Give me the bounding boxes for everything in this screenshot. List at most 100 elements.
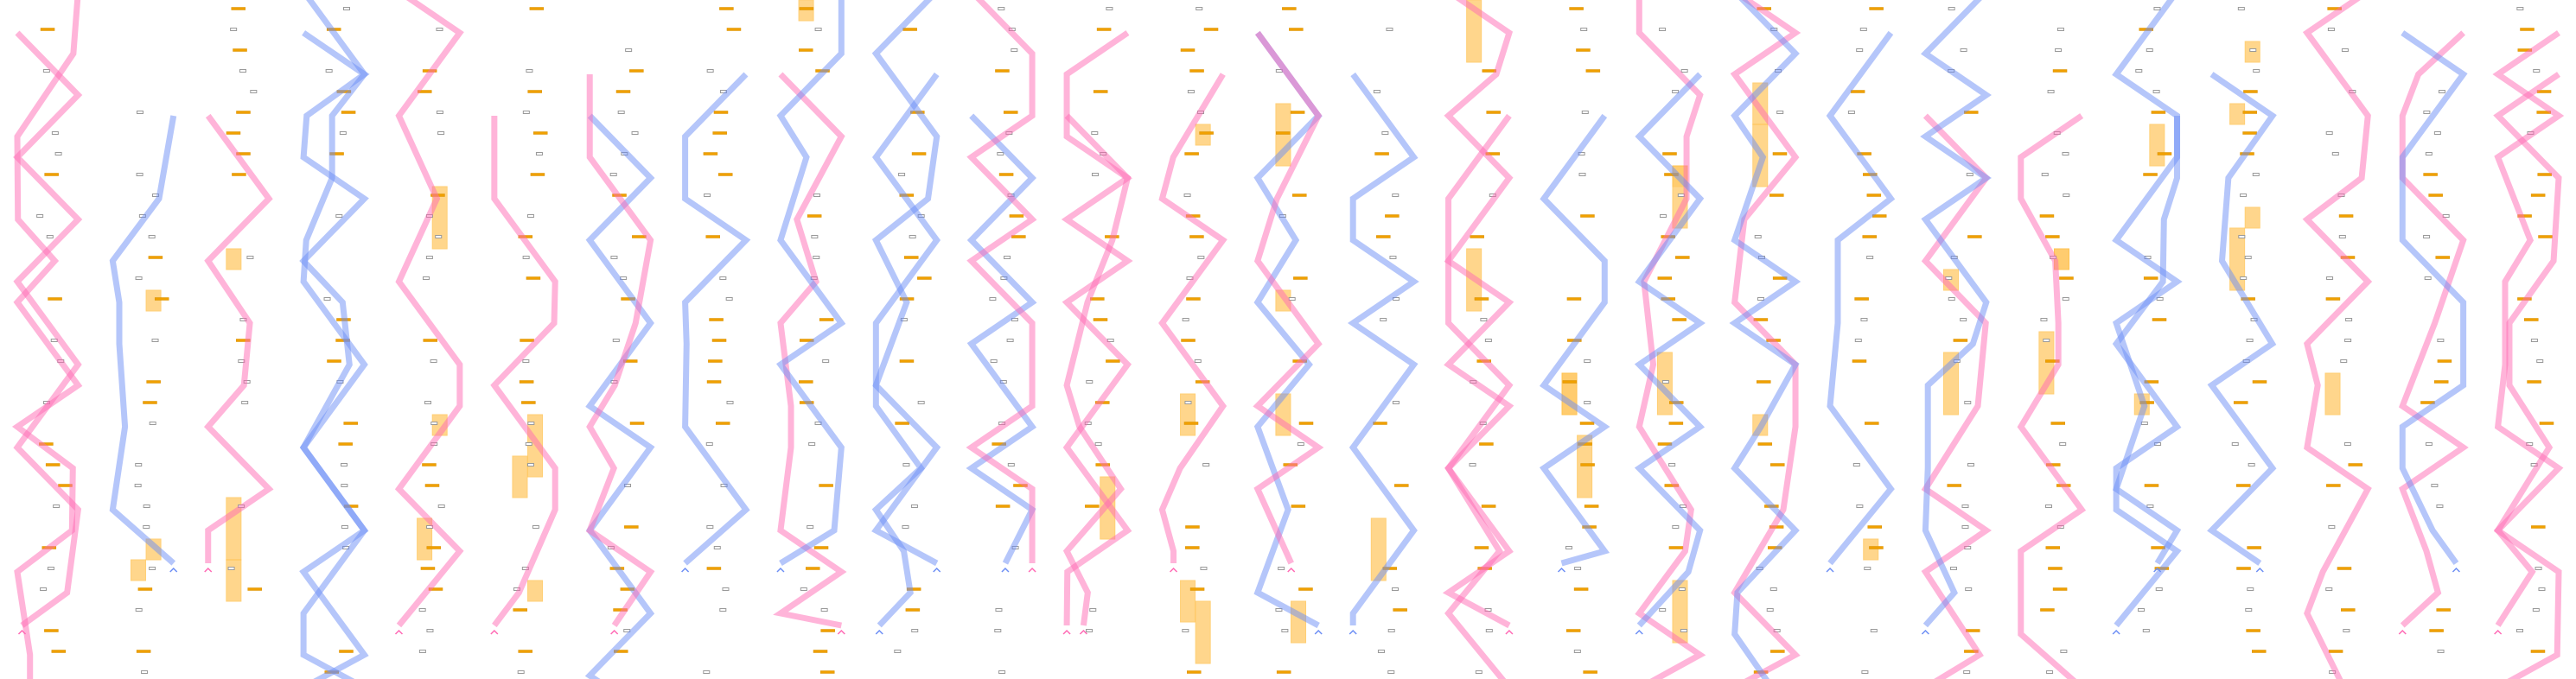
orange-dash-marker [2144,484,2159,487]
grey-marker [2063,194,2070,197]
orange-dash-marker [703,152,718,155]
orange-dash-marker [1757,442,1773,446]
orange-dash-marker [527,90,542,93]
orange-dash-marker [719,7,734,10]
grey-marker [2425,152,2433,155]
orange-dash-marker [44,173,59,176]
grey-marker [2423,111,2431,114]
orange-dash-marker [2143,173,2158,176]
orange-dash-marker [154,297,169,301]
orange-dash-marker [813,650,828,653]
grey-marker [1200,567,1208,570]
grey-marker [1288,297,1296,301]
grey-marker [2247,587,2254,591]
orange-dash-marker [2338,214,2354,218]
grey-marker [2044,504,2052,508]
grey-marker [425,256,433,259]
orange-dash-marker [1770,463,1785,466]
orange-dash-marker [1276,670,1291,674]
grey-marker [2249,48,2257,52]
path-end-caret-icon [681,567,690,573]
orange-dash-marker [2246,629,2260,632]
grey-marker [230,28,238,31]
grey-marker [800,587,807,591]
grey-marker [1961,525,1969,529]
orange-dash-marker [341,111,356,114]
grey-marker [704,194,711,197]
orange-dash-marker [2039,214,2055,218]
orange-dash-marker [143,401,157,404]
orange-dash-marker [1085,504,1100,508]
grey-marker [811,235,819,238]
orange-dash-marker [1189,69,1204,73]
path-end-caret-icon [2398,629,2407,635]
grey-marker [40,587,48,591]
grey-marker [436,28,443,31]
orange-dash-marker [911,152,927,155]
grey-marker [342,7,350,10]
orange-dash-marker [1757,380,1771,384]
grey-marker [151,339,159,342]
grey-marker [1389,256,1397,259]
grey-marker [1776,111,1784,114]
orange-dash-marker [2050,422,2066,425]
orange-block [1577,435,1593,498]
grey-marker [135,608,143,612]
orange-dash-marker [726,28,742,31]
zigzag-path [1921,113,1992,679]
orange-dash-marker [1566,297,1582,301]
orange-dash-marker [51,650,67,653]
orange-dash-marker [1569,7,1584,10]
grey-marker [527,422,535,425]
grey-marker [989,297,997,301]
grey-marker [1392,587,1400,591]
path-end-caret-icon [2255,567,2264,573]
zigzag-path [2017,113,2087,679]
orange-block [1863,538,1879,561]
grey-marker [909,235,916,238]
grey-marker [143,504,150,508]
orange-dash-marker [1180,48,1196,52]
zigzag-path [2302,0,2373,679]
orange-dash-marker [231,7,246,10]
grey-marker [2438,90,2445,93]
orange-blocks-layer [130,0,2341,664]
zigzag-path [1826,30,1896,566]
grey-marker [998,7,1005,10]
grey-marker [341,463,348,466]
orange-dash-marker [1282,7,1297,10]
orange-dash-marker [2520,28,2535,31]
orange-dash-marker [1585,69,1601,73]
grey-marker [1106,7,1113,10]
orange-dash-marker [2143,276,2158,280]
grey-marker [820,608,828,612]
grey-marker [2041,173,2049,176]
zigzag-path [109,115,177,566]
orange-dash-marker [1185,525,1200,529]
orange-dash-marker [899,359,915,363]
grey-marker [997,152,1004,155]
grey-marker [1584,359,1591,363]
zigzag-path [1061,113,1133,626]
grey-marker [2343,442,2351,446]
grey-marker [725,297,733,301]
orange-dash-marker [2436,608,2451,612]
orange-block [512,455,528,498]
zigzag-path [585,74,655,627]
grey-marker [1661,380,1669,384]
grey-marker [1963,670,1971,674]
grey-marker [1856,48,1864,52]
orange-dash-marker [518,650,532,653]
orange-dash-marker [807,214,822,218]
grey-marker [1281,629,1289,632]
grey-marker [1194,359,1202,363]
orange-dash-marker [1562,380,1578,384]
orange-dash-marker [48,297,62,301]
zigzag-path [299,30,370,679]
orange-block [1180,580,1196,623]
orange-dash-marker [226,131,241,135]
path-end-caret-icon [837,629,845,635]
grey-marker [990,359,998,363]
grey-marker [2326,276,2334,280]
grey-marker [1769,587,1777,591]
